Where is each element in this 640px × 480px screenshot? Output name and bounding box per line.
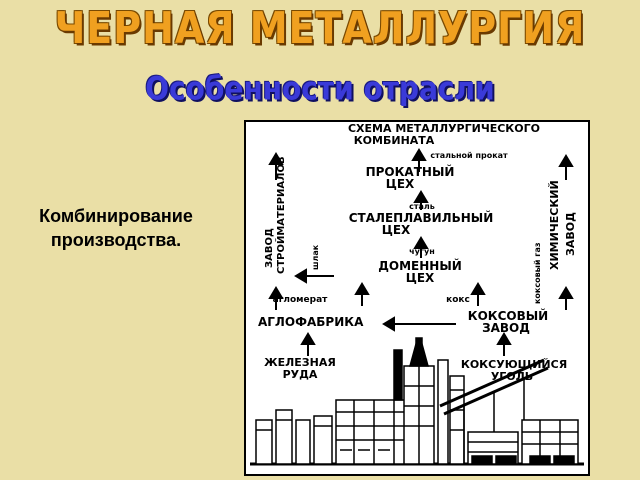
- arrows-raw-materials: [300, 332, 512, 356]
- label-steel: сталь: [409, 202, 435, 211]
- label-building-2: СТРОЙМАТЕРИАЛОВ: [274, 156, 287, 274]
- label-blast-2: ЦЕХ: [406, 271, 435, 285]
- scheme-diagram: СХЕМА МЕТАЛЛУРГИЧЕСКОГО КОМБИНАТА стальн…: [244, 120, 590, 476]
- label-slag: шлак: [311, 244, 320, 270]
- label-building-1: ЗАВОД: [264, 228, 275, 268]
- arrows-middle: [268, 282, 574, 310]
- caption-line-1: Комбинирование: [39, 206, 193, 226]
- label-coke-gas: коксовый газ: [533, 242, 542, 304]
- label-chemical-1: ХИМИЧЕСКИЙ: [548, 180, 561, 270]
- label-steelmaking-1: СТАЛЕПЛАВИЛЬНЫЙ: [349, 210, 494, 225]
- label-agglomerate: агломерат: [273, 295, 329, 305]
- label-steelmaking-2: ЦЕХ: [382, 223, 411, 237]
- caption-text: Комбинирование производства.: [16, 204, 216, 252]
- scheme-frame: [244, 120, 590, 476]
- scheme-title-1: СХЕМА МЕТАЛЛУРГИЧЕСКОГО: [348, 122, 540, 135]
- page-subtitle: Особенности отрасли: [145, 69, 495, 108]
- label-sinter-plant: АГЛОФАБРИКА: [258, 315, 364, 329]
- arrow-pig-iron: [413, 236, 429, 258]
- page-title: ЧЕРНАЯ МЕТАЛЛУРГИЯ: [54, 2, 586, 54]
- label-iron-ore-1: ЖЕЛЕЗНАЯ: [264, 356, 336, 369]
- label-coke-plant-1: КОКСОВЫЙ: [468, 308, 548, 323]
- top-arrows: [268, 148, 574, 180]
- scheme-title-2: КОМБИНАТА: [354, 134, 435, 147]
- label-blast-1: ДОМЕННЫЙ: [378, 258, 462, 273]
- label-coke-plant-2: ЗАВОД: [482, 321, 530, 335]
- label-rolling-2: ЦЕХ: [386, 177, 415, 191]
- label-iron-ore-2: РУДА: [283, 368, 318, 381]
- arrow-ore-to-sinter: [382, 316, 456, 332]
- arrow-slag: [294, 268, 334, 284]
- arrow-steel: [413, 190, 429, 210]
- label-rolling-1: ПРОКАТНЫЙ: [366, 164, 455, 179]
- label-pig-iron: чугун: [409, 247, 435, 256]
- label-coke: кокс: [446, 295, 470, 305]
- plant-illustration: [250, 337, 584, 466]
- label-steel-product: стальной прокат: [430, 151, 508, 160]
- caption-line-2: производства.: [50, 230, 182, 250]
- metallurgical-plant-scheme: СХЕМА МЕТАЛЛУРГИЧЕСКОГО КОМБИНАТА стальн…: [244, 120, 590, 476]
- label-chemical-2: ЗАВОД: [564, 212, 577, 256]
